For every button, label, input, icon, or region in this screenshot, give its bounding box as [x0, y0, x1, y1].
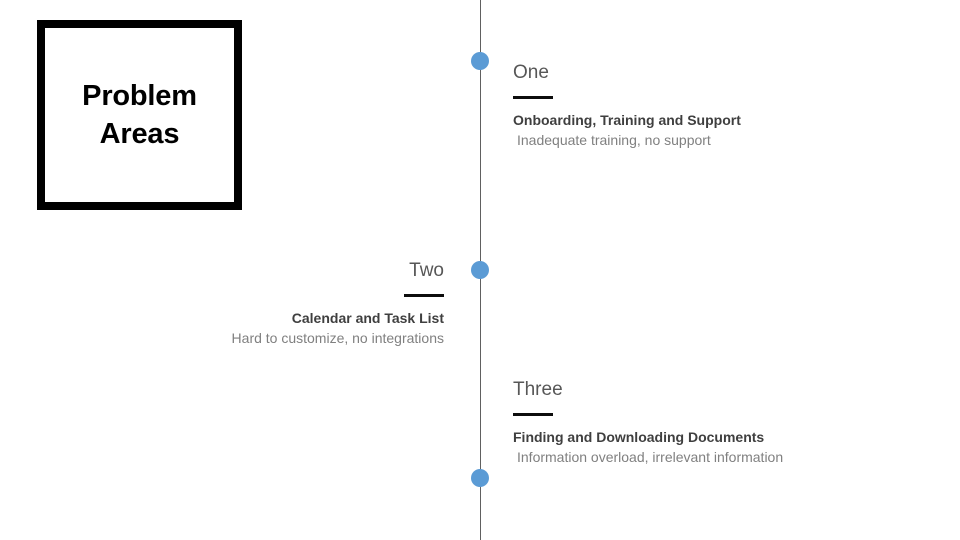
page-title-line-1: Problem: [82, 79, 197, 112]
timeline-entry-one-rule: [513, 95, 553, 99]
title-box: Problem Areas: [37, 20, 242, 210]
timeline-dot-one: [471, 52, 489, 70]
timeline-entry-three-rule: [513, 412, 553, 416]
timeline-entry-one-subtitle: Onboarding, Training and Support: [513, 111, 741, 128]
timeline-entry-two-description: Hard to customize, no integrations: [231, 330, 444, 347]
timeline-entry-two-subtitle: Calendar and Task List: [291, 309, 444, 326]
timeline-entry-three-description: Information overload, irrelevant informa…: [517, 449, 784, 466]
page-title-line-2: Areas: [99, 118, 180, 150]
timeline-entry-three-subtitle: Finding and Downloading Documents: [513, 428, 765, 445]
timeline-entry-three-label: Three: [513, 379, 563, 400]
timeline-entry-three: Three Finding and Downloading Documents …: [513, 378, 783, 468]
timeline-entry-one: One Onboarding, Training and Support Ina…: [513, 61, 741, 151]
timeline-entry-one-label: One: [513, 62, 549, 83]
timeline-entry-two: Two Calendar and Task List Hard to custo…: [232, 259, 444, 349]
timeline-entry-two-rule: [404, 293, 444, 297]
timeline-entry-two-label: Two: [409, 260, 444, 281]
timeline-dot-two: [471, 261, 489, 279]
page-title: Problem Areas: [82, 77, 197, 154]
timeline-dot-three: [471, 469, 489, 487]
timeline-entry-one-description: Inadequate training, no support: [517, 132, 711, 149]
